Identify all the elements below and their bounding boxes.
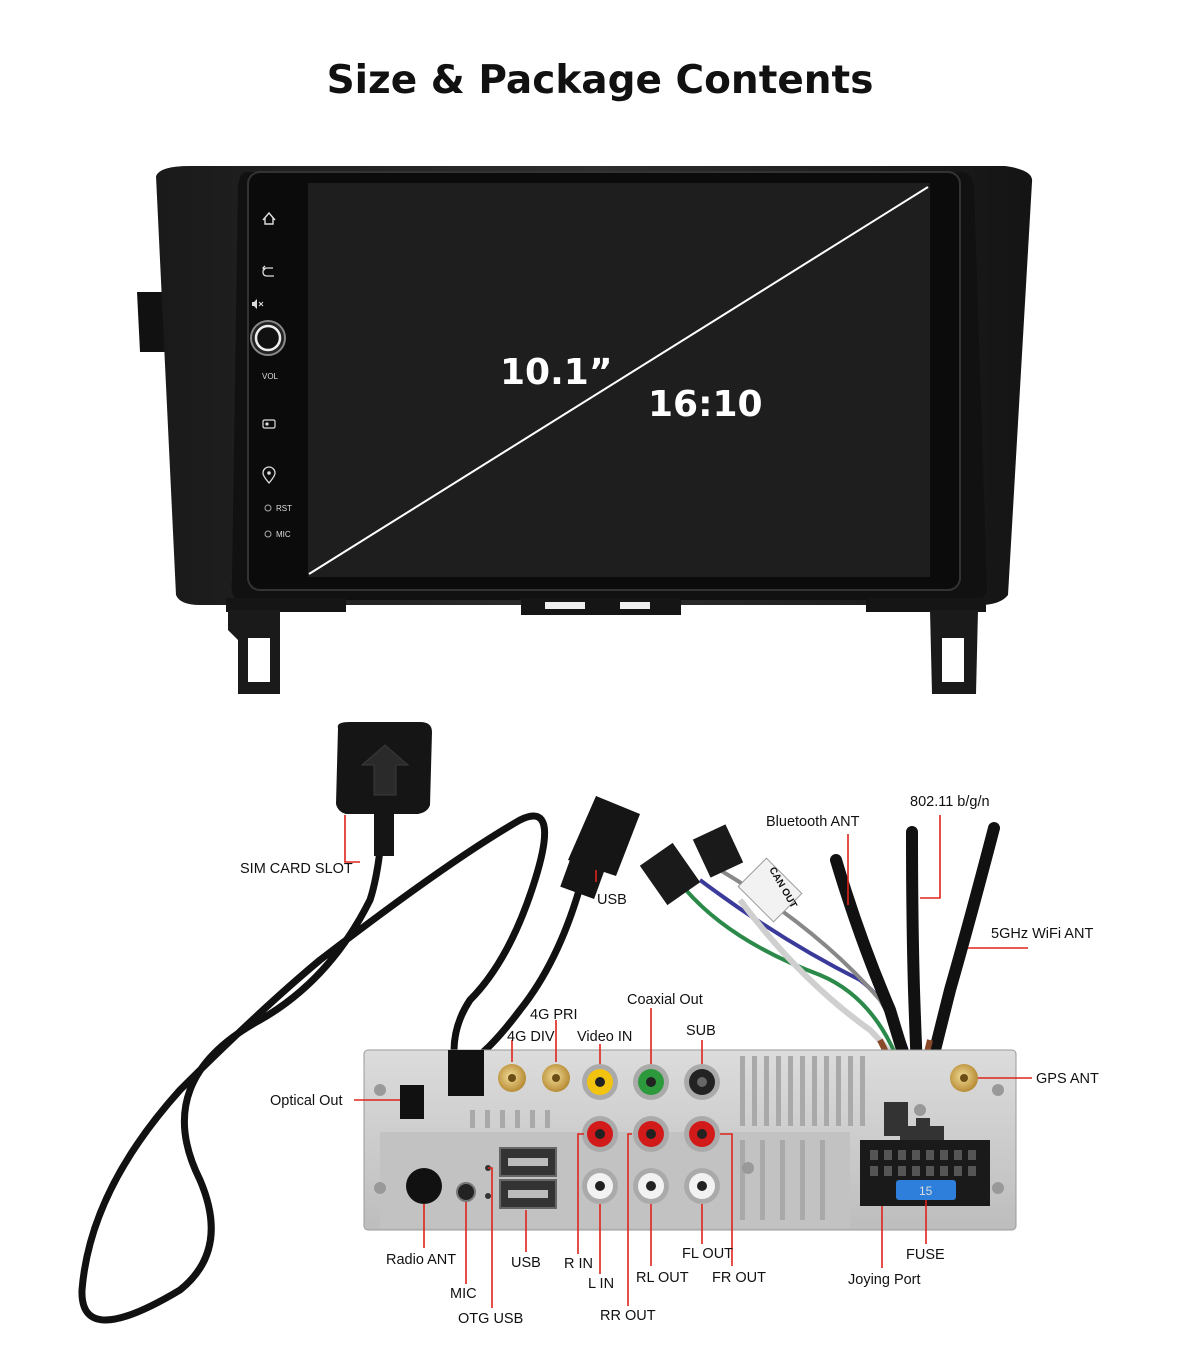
coaxial-out-label: Coaxial Out xyxy=(627,992,703,1008)
rl-out-label: RL OUT xyxy=(636,1270,689,1286)
4g-div-label: 4G DIV xyxy=(507,1029,555,1045)
head-unit: 10.1” 16:10 VOL RST MIC xyxy=(137,166,1033,694)
fl-out-label: FL OUT xyxy=(682,1246,733,1262)
gps-icon[interactable] xyxy=(262,466,276,484)
video-in-port[interactable] xyxy=(582,1064,618,1100)
optical-out-port[interactable] xyxy=(400,1085,424,1119)
back-icon[interactable] xyxy=(262,265,274,277)
4g-pri-label: 4G PRI xyxy=(530,1007,578,1023)
fr-out-port[interactable] xyxy=(684,1116,720,1152)
usb-cable-label: USB xyxy=(597,892,627,908)
rst-button[interactable] xyxy=(264,504,272,512)
screen-size-label: 10.1” xyxy=(500,352,612,393)
wifi-5g-label: 5GHz WiFi ANT xyxy=(991,926,1093,942)
usb-cable xyxy=(468,796,640,1066)
joying-port-label: Joying Port xyxy=(848,1272,921,1288)
screen-aspect-label: 16:10 xyxy=(648,384,763,425)
optical-out-label: Optical Out xyxy=(270,1093,343,1109)
usb-label: USB xyxy=(511,1255,541,1271)
coaxial-out-port[interactable] xyxy=(633,1064,669,1100)
l-in-port[interactable] xyxy=(582,1168,618,1204)
rst-label: RST xyxy=(276,504,292,513)
r-in-port[interactable] xyxy=(582,1116,618,1152)
video-in-label: Video IN xyxy=(577,1029,632,1045)
wifi-b-label: 802.11 b/g/n xyxy=(910,794,990,810)
mic-hole xyxy=(264,530,272,538)
l-in-label: L IN xyxy=(588,1276,614,1292)
bluetooth-ant-label: Bluetooth ANT xyxy=(766,814,860,830)
chassis-back: 15 xyxy=(363,1049,1017,1231)
radio-ant-label: Radio ANT xyxy=(386,1252,456,1268)
fl-out-port[interactable] xyxy=(684,1168,720,1204)
otg-usb-label: OTG USB xyxy=(458,1311,523,1327)
vol-label: VOL xyxy=(262,372,279,381)
home-icon[interactable] xyxy=(262,211,276,225)
sub-port[interactable] xyxy=(684,1064,720,1100)
radio-ant-port[interactable] xyxy=(406,1168,442,1204)
rr-out-label: RR OUT xyxy=(600,1308,656,1324)
mute-icon[interactable] xyxy=(252,299,264,309)
fuse-label: FUSE xyxy=(906,1247,945,1263)
callout-lines xyxy=(344,815,1032,1308)
sim-card-cable xyxy=(78,722,549,1324)
fuse-value: 15 xyxy=(919,1184,933,1198)
mic-label: MIC xyxy=(450,1286,477,1302)
sub-label: SUB xyxy=(686,1023,716,1039)
fr-out-label: FR OUT xyxy=(712,1270,766,1286)
rr-out-port[interactable] xyxy=(633,1116,669,1152)
gps-ant-label: GPS ANT xyxy=(1036,1071,1099,1087)
radio-icon[interactable] xyxy=(262,419,276,429)
mic-port[interactable] xyxy=(456,1182,476,1202)
page-title: Size & Package Contents xyxy=(326,58,874,103)
fuse[interactable] xyxy=(896,1180,956,1200)
sim-card-slot-label: SIM CARD SLOT xyxy=(240,861,353,877)
r-in-label: R IN xyxy=(564,1256,593,1272)
rl-out-port[interactable] xyxy=(633,1168,669,1204)
mic-side-label: MIC xyxy=(276,530,291,539)
volume-knob[interactable] xyxy=(250,320,286,356)
